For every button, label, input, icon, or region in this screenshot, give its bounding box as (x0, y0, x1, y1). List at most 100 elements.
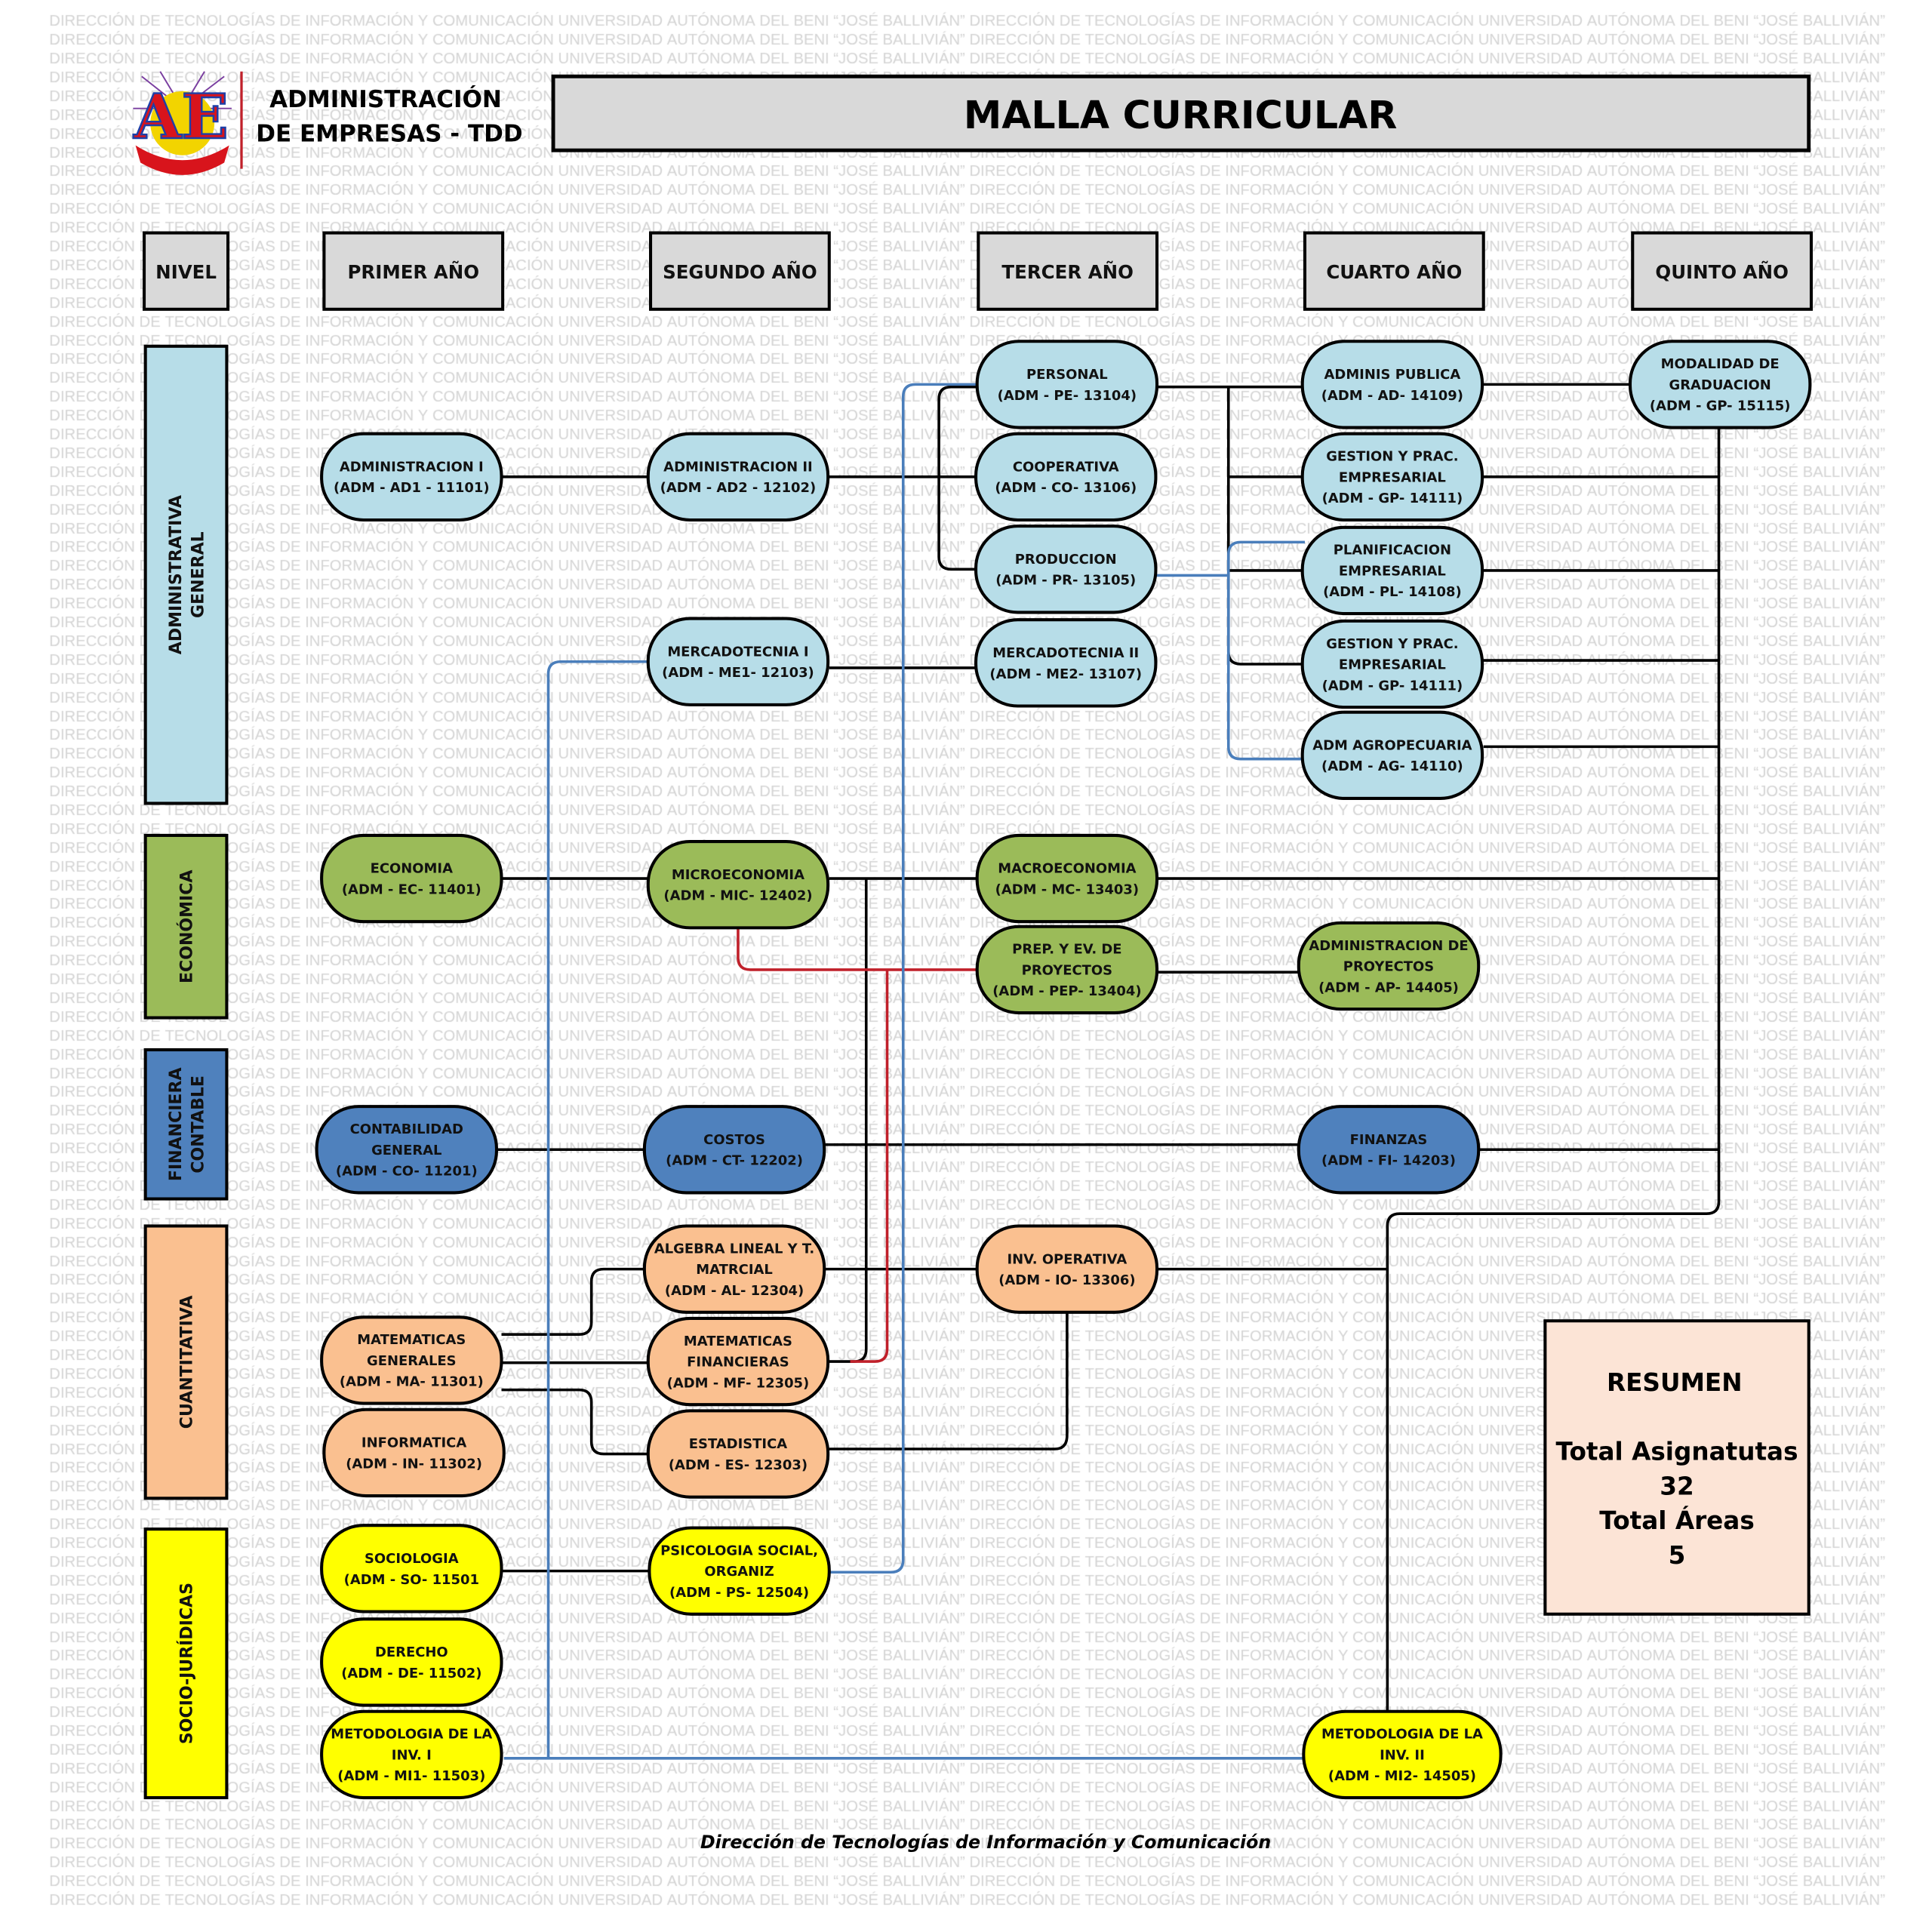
course-ad1[interactable]: ADMINISTRACION I(ADM - AD1 - 11101) (320, 432, 503, 522)
course-al[interactable]: ALGEBRA LINEAL Y T.MATRCIAL(ADM - AL- 12… (642, 1224, 826, 1314)
course-es[interactable]: ESTADISTICA (ADM - ES- 12303) (646, 1409, 830, 1499)
brand-line1: ADMINISTRACIÓN (269, 84, 502, 113)
summary-subjects-label: Total Asignatutas (1556, 1438, 1798, 1466)
course-name: GRADUACION (1669, 377, 1771, 393)
course-name: CONTABILIDAD (350, 1121, 463, 1137)
column-header-box (322, 231, 505, 311)
black-connector (829, 878, 868, 1363)
course-ec[interactable]: ECONOMIA(ADM - EC- 11401) (320, 833, 503, 924)
course-pe[interactable]: PERSONAL(ADM - PE- 13104) (975, 340, 1159, 429)
logo-letters: AE (133, 81, 229, 153)
course-name: ESTADISTICA (689, 1436, 787, 1452)
course-name: ADMINISTRACION DE (1309, 938, 1468, 954)
course-name: FINANZAS (1350, 1132, 1428, 1148)
course-ct[interactable]: COSTOS(ADM - CT- 12202) (642, 1105, 826, 1195)
course-name: ECONOMIA (371, 861, 453, 877)
red-connector (850, 969, 889, 1363)
course-io[interactable]: INV. OPERATIVA(ADM - IO- 13306) (975, 1224, 1159, 1314)
course-name: MATEMATICAS (357, 1332, 466, 1348)
course-name: MACROECONOMIA (998, 861, 1136, 877)
course-de[interactable]: DERECHO (ADM - DE- 11502) (320, 1617, 503, 1707)
course-ad[interactable]: ADMINIS PUBLICA(ADM - AD- 14109) (1300, 340, 1484, 429)
course-box (646, 432, 830, 522)
area-label: ADMINISTRATIVA (167, 495, 186, 654)
course-code: (ADM - CO- 13106) (995, 480, 1137, 496)
course-box (975, 924, 1159, 1015)
course-ps[interactable]: PSICOLOGIA SOCIAL,ORGANIZ(ADM - PS- 1250… (648, 1526, 831, 1616)
course-ag[interactable]: ADM AGROPECUARIA(ADM - AG- 14110) (1300, 710, 1484, 800)
course-code: (ADM - IN- 11302) (346, 1456, 482, 1472)
course-name: METODOLOGIA DE LA (1321, 1727, 1483, 1743)
course-mic[interactable]: MICROECONOMIA(ADM - MIC- 12402) (646, 840, 830, 930)
course-box (1297, 1105, 1481, 1195)
area-bar-eco (143, 833, 229, 1020)
footer-text: Dirección de Tecnologías de Información … (700, 1832, 1271, 1853)
course-box (642, 1224, 826, 1314)
course-name: ORGANIZ (704, 1564, 774, 1580)
course-box (975, 1224, 1159, 1314)
course-name: MICROECONOMIA (672, 867, 804, 883)
course-box (1300, 619, 1484, 709)
course-me2[interactable]: MERCADOTECNIA II(ADM - ME2- 13107) (974, 618, 1158, 708)
course-code: (ADM - DE- 11502) (341, 1666, 481, 1681)
course-name: FINANCIERAS (687, 1355, 789, 1371)
course-name: COSTOS (703, 1132, 765, 1148)
course-code: (ADM - ES- 12303) (669, 1457, 808, 1473)
course-pr[interactable]: PRODUCCION(ADM - PR- 13105) (974, 525, 1158, 614)
course-code: (ADM - IO- 13306) (998, 1272, 1135, 1288)
course-so[interactable]: SOCIOLOGIA(ADM - SO- 11501 (320, 1524, 503, 1614)
course-box (1300, 340, 1484, 429)
course-name: MERCADOTECNIA II (992, 645, 1139, 661)
course-name: COOPERATIVA (1013, 459, 1119, 475)
course-name: PLANIFICACION (1334, 543, 1451, 558)
course-ad2[interactable]: ADMINISTRACION II(ADM - AD2 - 12102) (646, 432, 830, 522)
course-code: (ADM - AL- 12304) (665, 1283, 804, 1299)
area-label: CUANTITATIVA (178, 1296, 197, 1429)
blue-connector (546, 660, 650, 1758)
course-gpa[interactable]: GESTION Y PRAC.EMPRESARIAL(ADM - GP- 141… (1300, 432, 1484, 522)
course-box (320, 1617, 503, 1707)
course-code: (ADM - GP- 14111) (1322, 491, 1463, 506)
area-label: GENERAL (189, 531, 208, 618)
course-code: (ADM - MA- 11301) (340, 1374, 484, 1390)
course-fi[interactable]: FINANZAS (ADM - FI- 14203) (1297, 1105, 1481, 1195)
course-name: EMPRESARIAL (1339, 469, 1446, 485)
page-title: MALLA CURRICULAR (964, 93, 1397, 137)
course-code: (ADM - MI1- 11503) (337, 1768, 485, 1784)
course-co[interactable]: COOPERATIVA (ADM - CO- 13106) (974, 432, 1158, 522)
course-in[interactable]: INFORMATICA(ADM - IN- 11302) (322, 1407, 506, 1498)
course-code: (ADM - AD- 14109) (1321, 388, 1463, 404)
connectors (496, 383, 1721, 1760)
course-code: (ADM - MC- 13403) (995, 881, 1139, 897)
course-code: (ADM - ME1- 12103) (662, 665, 814, 681)
brand-line2: DE EMPRESAS - TDD (256, 121, 522, 148)
course-mc[interactable]: MACROECONOMIA (ADM - MC- 13403) (975, 833, 1159, 924)
course-name: INV. II (1380, 1747, 1425, 1763)
course-code: (ADM - MF- 12305) (667, 1375, 810, 1391)
column-header-box (977, 231, 1159, 311)
course-box (322, 1407, 506, 1498)
course-code: (ADM - FI- 14203) (1321, 1153, 1456, 1169)
course-code: (ADM - GP- 15115) (1650, 398, 1791, 414)
course-box (975, 340, 1159, 429)
course-me1[interactable]: MERCADOTECNIA I(ADM - ME1- 12103) (646, 617, 830, 706)
summary-areas-label: Total Áreas (1599, 1506, 1755, 1535)
column-header-label: PRIMER AÑO (347, 261, 479, 283)
course-name: DERECHO (375, 1644, 448, 1660)
column-header-box (1303, 231, 1485, 311)
course-name: PERSONAL (1026, 367, 1108, 383)
course-box (642, 1105, 826, 1195)
course-box (1300, 710, 1484, 800)
course-gpb[interactable]: GESTION Y PRAC.EMPRESARIAL(ADM - GP- 141… (1300, 619, 1484, 709)
course-name: MATRCIAL (696, 1262, 773, 1278)
